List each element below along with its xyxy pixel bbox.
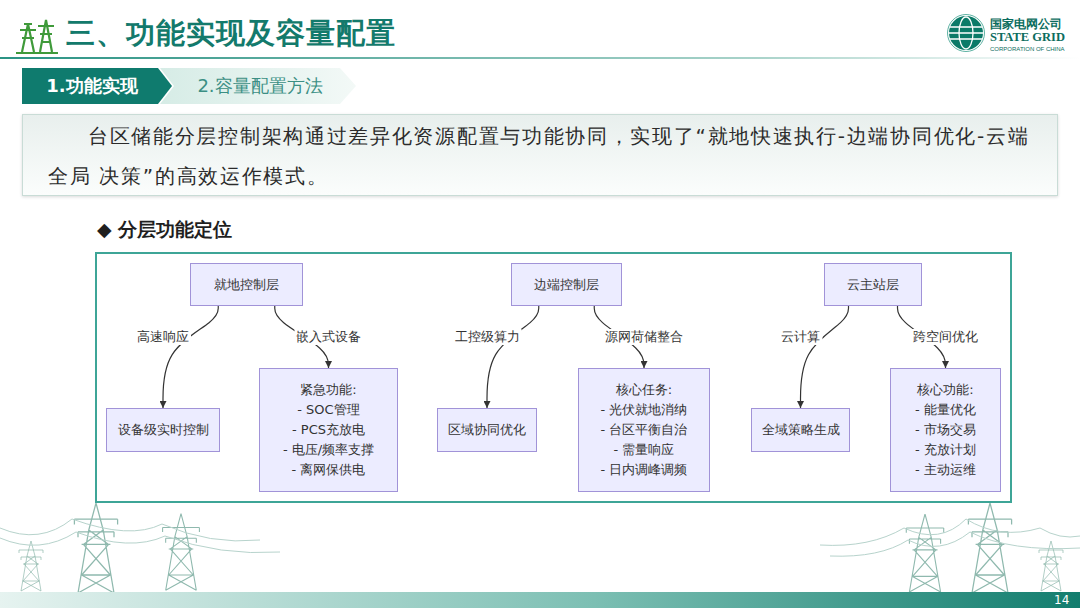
layer-box: 边端控制层	[511, 263, 622, 306]
power-wire	[0, 519, 1080, 556]
tab-polygon	[160, 68, 356, 104]
header-icon	[16, 20, 58, 53]
tab-label: 2.容量配置方法	[193, 74, 322, 98]
tower-illustration	[0, 503, 1080, 593]
list-line: - 光伏就地消纳	[601, 400, 688, 420]
state-grid-logo	[948, 15, 985, 52]
logo-ring	[948, 15, 985, 52]
layer-label: 就地控制层	[214, 276, 279, 294]
active-tab: 1.功能实现	[22, 68, 172, 104]
process-box: 全域策略生成	[751, 408, 850, 452]
footer-bar	[0, 592, 1080, 608]
intro-box: 台区储能分层控制架构通过差异化资源配置与功能协同，实现了“就地快速执行-边端协同…	[22, 114, 1058, 196]
list-line: - 日内调峰调频	[601, 460, 688, 480]
tower-glyph	[38, 20, 54, 52]
tower-glyph	[20, 24, 36, 52]
box-label: 设备级实时控制	[118, 421, 209, 439]
box-label: 全域策略生成	[762, 421, 840, 439]
page-number: 14	[1054, 593, 1069, 608]
logo-globe	[949, 16, 983, 50]
layer-label: 云主站层	[847, 276, 899, 294]
layer-box: 就地控制层	[190, 263, 303, 306]
layer-label: 边端控制层	[534, 276, 599, 294]
list-line: - 离网保供电	[292, 460, 366, 480]
header-rule	[0, 57, 1080, 59]
process-box: 设备级实时控制	[106, 408, 220, 452]
power-tower	[163, 514, 200, 591]
list-line: - 主动运维	[915, 460, 976, 480]
layer-box: 云主站层	[824, 263, 922, 306]
function-list-box: 核心功能:- 能量优化- 市场交易- 充放计划- 主动运维	[890, 368, 1001, 492]
list-line: - 台区平衡自治	[601, 420, 688, 440]
slide-title: 三、功能实现及容量配置	[66, 13, 396, 53]
logo-text: STATE GRID	[990, 30, 1065, 46]
tab-label: 1.功能实现	[46, 74, 147, 98]
logo-text: 国家电网公司	[990, 17, 1062, 32]
list-line: - 能量优化	[915, 400, 976, 420]
power-tower	[906, 514, 943, 592]
section-heading: ◆ 分层功能定位	[97, 217, 232, 241]
list-line: - 电压/频率支撑	[283, 440, 374, 460]
logo-parallels	[949, 27, 983, 39]
function-list-box: 核心任务:- 光伏就地消纳- 台区平衡自治- 需量响应- 日内调峰调频	[578, 368, 710, 492]
list-line: - 充放计划	[915, 440, 976, 460]
list-line: 核心任务:	[616, 380, 672, 400]
diagram-frame: ◆ 分层功能定位就地控制层边端控制层云主站层设备级实时控制紧急功能:- SOC管…	[95, 252, 1012, 503]
power-tower	[19, 541, 43, 591]
list-line: - 市场交易	[915, 420, 976, 440]
list-line: - 需量响应	[614, 440, 675, 460]
list-line: 紧急功能:	[300, 380, 356, 400]
process-box: 区域协同优化	[437, 408, 537, 452]
box-label: 区域协同优化	[448, 421, 526, 439]
list-line: - PCS充放电	[292, 420, 365, 440]
intro-paragraph: 台区储能分层控制架构通过差异化资源配置与功能协同，实现了“就地快速执行-边端协同…	[48, 116, 1043, 196]
function-list-box: 紧急功能:- SOC管理- PCS充放电- 电压/频率支撑- 离网保供电	[259, 368, 398, 492]
power-tower	[968, 503, 1011, 593]
logo-text: CORPORATION OF CHINA	[990, 45, 1065, 54]
power-tower	[74, 503, 117, 593]
list-line: 核心功能:	[917, 380, 973, 400]
ground-line	[16, 52, 58, 54]
list-line: - SOC管理	[297, 400, 359, 420]
tab-polygon	[22, 68, 172, 104]
inactive-tab: 2.容量配置方法	[160, 68, 356, 104]
